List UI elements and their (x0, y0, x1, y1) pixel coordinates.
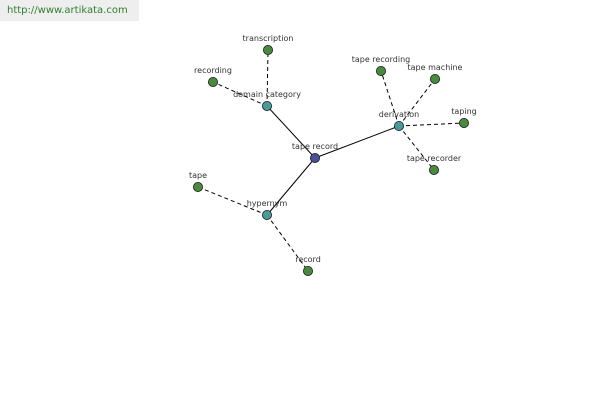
label-tape-machine[interactable]: tape machine (408, 63, 463, 72)
category-node-hypernym[interactable] (261, 209, 272, 220)
edge-hypernym-to-tape (197, 186, 268, 216)
edge-derivation-to-tape-recorder (398, 125, 435, 171)
leaf-node-record[interactable] (302, 265, 313, 276)
edge-derivation-to-taping (398, 122, 465, 127)
watermark-banner: http://www.artikata.com (0, 0, 139, 21)
category-node-derivation[interactable] (393, 121, 404, 132)
nodes (192, 45, 469, 276)
label-tape-record[interactable]: tape record (292, 142, 338, 151)
edge-domain-category-to-transcription (266, 49, 269, 107)
edge-derivation-to-tape-recording (380, 70, 400, 127)
category-node-domain-category[interactable] (261, 101, 272, 112)
label-taping[interactable]: taping (451, 107, 477, 116)
label-hypernym[interactable]: hypernym (247, 199, 288, 208)
leaf-node-tape[interactable] (192, 181, 203, 192)
label-domain-category[interactable]: domain category (233, 90, 301, 99)
center-node-tape-record[interactable] (309, 152, 320, 163)
label-tape-recording[interactable]: tape recording (352, 55, 411, 64)
leaf-node-tape-machine[interactable] (429, 74, 440, 85)
edge-domain-category-to-recording (212, 81, 268, 107)
edge-tape-record-to-hypernym (266, 157, 316, 216)
edge-derivation-to-tape-machine (398, 78, 436, 127)
label-transcription[interactable]: transcription (243, 34, 294, 43)
leaf-node-tape-recorder[interactable] (428, 164, 439, 175)
label-derivation[interactable]: derivation (379, 110, 419, 119)
site-url[interactable]: http://www.artikata.com (7, 5, 128, 16)
leaf-node-taping[interactable] (458, 118, 469, 129)
label-record[interactable]: record (295, 255, 321, 264)
edges (197, 49, 465, 272)
leaf-node-transcription[interactable] (262, 45, 273, 56)
label-tape[interactable]: tape (189, 171, 207, 180)
edge-tape-record-to-derivation (314, 125, 400, 159)
label-tape-recorder[interactable]: tape recorder (407, 154, 462, 163)
label-recording[interactable]: recording (194, 66, 232, 75)
leaf-node-recording[interactable] (207, 77, 218, 88)
leaf-node-tape-recording[interactable] (375, 66, 386, 77)
edge-hypernym-to-record (266, 214, 309, 272)
edge-tape-record-to-domain-category (266, 105, 316, 159)
